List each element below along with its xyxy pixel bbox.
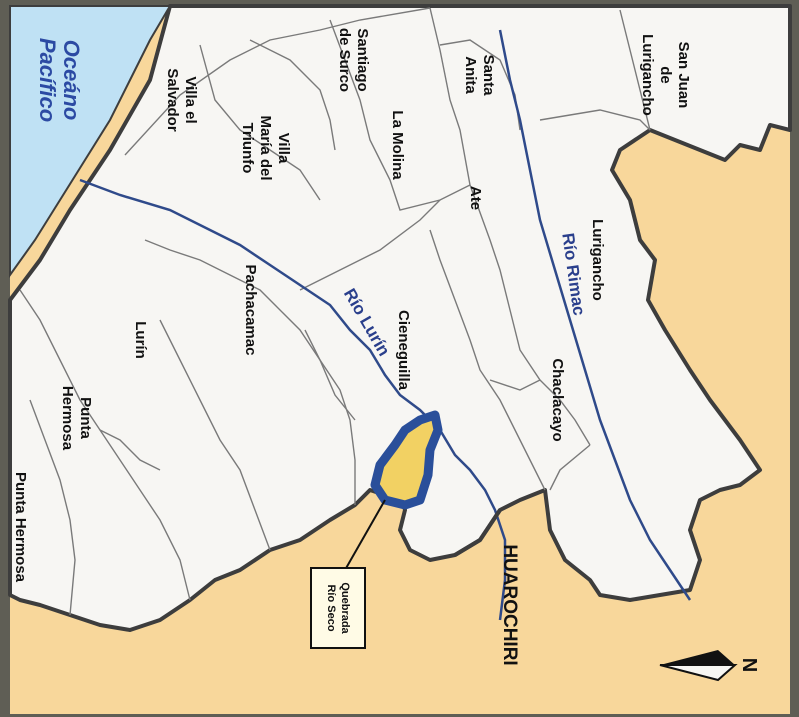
svg-text:de Surco: de Surco	[336, 28, 353, 92]
north-arrow-shape-light	[659, 664, 738, 682]
north-arrow-shape	[660, 650, 735, 665]
callout-line2: Río Seco	[325, 584, 337, 631]
ocean-label-line2: Pacífico	[35, 38, 60, 122]
svg-text:Villa el: Villa el	[182, 76, 199, 123]
svg-text:Pachacamac: Pachacamac	[242, 265, 259, 356]
svg-text:HUAROCHIRI: HUAROCHIRI	[499, 544, 520, 665]
label-cieneguilla: Cieneguilla	[395, 310, 412, 391]
rimac-river	[498, 29, 692, 601]
callout-box	[310, 567, 366, 649]
label-la-molina: La Molina	[389, 110, 406, 180]
label-san-juan: San Juan de Lurigancho	[639, 34, 692, 116]
svg-text:Ate: Ate	[467, 186, 484, 210]
svg-text:María del: María del	[257, 115, 274, 180]
svg-text:Triunfo: Triunfo	[239, 123, 256, 174]
label-ate: Ate	[467, 186, 484, 210]
label-pachacamac: Pachacamac	[242, 265, 259, 356]
label-lurin: Lurín	[132, 321, 149, 359]
svg-text:Hermosa: Hermosa	[59, 386, 76, 451]
svg-text:Villa: Villa	[275, 133, 292, 164]
svg-text:Cieneguilla: Cieneguilla	[395, 310, 412, 391]
svg-text:Lurín: Lurín	[132, 321, 149, 359]
svg-text:La Molina: La Molina	[389, 110, 406, 180]
province-border	[453, 508, 502, 557]
label-lurigancho: Lurigancho	[589, 219, 606, 301]
north-label: N	[738, 658, 760, 672]
callout-line	[344, 499, 386, 571]
ocean-label-group: Oceáno Pacífico	[35, 38, 84, 122]
label-santa-anita: Santa Anita	[462, 55, 497, 97]
svg-text:Lurigancho: Lurigancho	[589, 219, 606, 301]
callout-line1: Quebrada	[339, 582, 351, 634]
svg-text:Punta Hermosa: Punta Hermosa	[12, 472, 29, 583]
ocean-label-line1: Oceáno	[59, 40, 84, 121]
north-arrow: N	[659, 650, 760, 682]
label-villa-maria: Villa María del Triunfo	[239, 115, 292, 180]
svg-text:San Juan: San Juan	[675, 42, 692, 109]
label-chaclacayo: Chaclacayo	[549, 358, 566, 441]
label-huarochiri: HUAROCHIRI	[499, 544, 520, 665]
label-santiago-surco: Santiago de Surco	[336, 28, 371, 92]
quebrada-rio-seco-area	[370, 410, 443, 510]
svg-text:Anita: Anita	[462, 56, 479, 94]
label-punta-hermosa-1: Punta Hermosa	[59, 386, 94, 451]
callout-text-group: Quebrada Río Seco	[325, 582, 351, 634]
svg-text:Santa: Santa	[480, 55, 497, 97]
lima-land-area	[8, 4, 792, 632]
district-borders	[19, 7, 651, 616]
svg-text:de: de	[657, 66, 674, 84]
svg-text:Chaclacayo: Chaclacayo	[549, 358, 566, 441]
svg-text:Lurigancho: Lurigancho	[639, 34, 656, 116]
svg-text:Santiago: Santiago	[354, 28, 371, 91]
lurin-river	[79, 178, 507, 621]
svg-text:Punta: Punta	[77, 397, 94, 439]
svg-text:Salvador: Salvador	[164, 68, 181, 132]
label-villa-salvador: Villa el Salvador	[164, 68, 199, 132]
label-punta-hermosa-2: Punta Hermosa	[12, 472, 29, 583]
pacific-ocean	[9, 5, 172, 279]
